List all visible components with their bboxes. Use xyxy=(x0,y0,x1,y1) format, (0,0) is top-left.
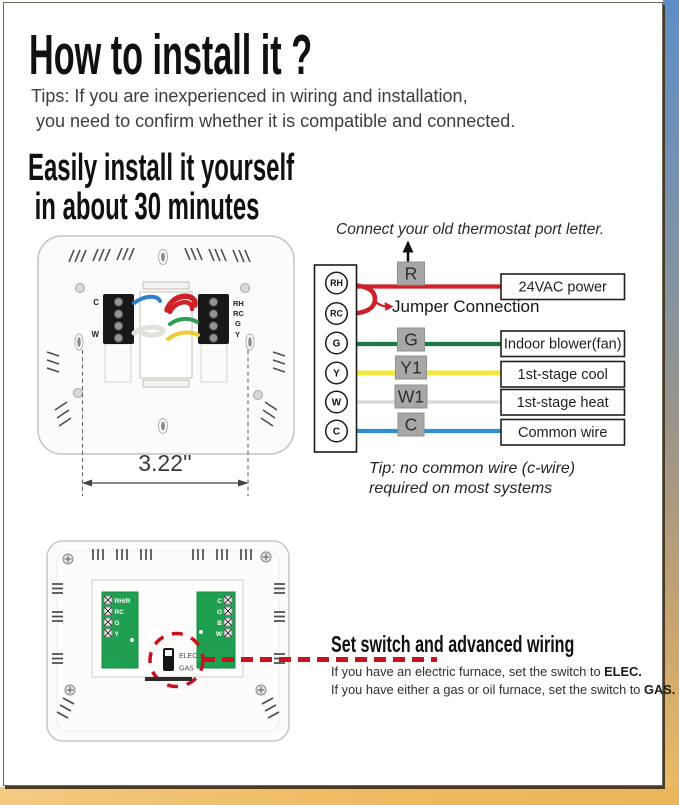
label-rc: RC xyxy=(233,309,244,318)
tips-line1: Tips: If you are inexperienced in wiring… xyxy=(31,86,468,106)
terminal-blocks xyxy=(103,294,229,344)
chip-r: R xyxy=(405,264,418,284)
tips-text: Tips: If you are inexperienced in wiring… xyxy=(31,84,515,133)
box-cool: 1st-stage cool xyxy=(518,367,608,383)
vent-slats xyxy=(46,247,286,427)
jumper-connection-label: Jumper Connection xyxy=(392,297,540,316)
thermostat-backplate-top: C W RH RC G Y xyxy=(37,235,295,455)
pcb-label-rhr: RH/R xyxy=(115,598,131,605)
jumper-wire xyxy=(346,282,394,316)
port-chips: R G Y1 W1 C xyxy=(394,261,428,437)
label-rh: RH xyxy=(233,299,244,308)
pcb-label-o: O xyxy=(217,609,222,616)
pcb-label-g: G xyxy=(115,620,120,627)
switch-section-heading: Set switch and advanced wiring xyxy=(331,631,575,657)
chip-c: C xyxy=(405,415,418,435)
cwire-tip: Tip: no common wire (c-wire)required on … xyxy=(369,460,576,497)
label-c: C xyxy=(93,298,99,307)
switch-label-gas: GAS xyxy=(179,666,194,673)
box-24vac: 24VAC power xyxy=(519,279,608,295)
bottom-slot xyxy=(145,677,192,681)
right-pcb: C O B W xyxy=(196,591,236,669)
switch-label-elec: ELEC xyxy=(179,653,197,660)
label-w: W xyxy=(91,330,99,339)
pcb-label-rc: RC xyxy=(115,609,125,616)
thermostat-back-bottom: RH/R RC G Y xyxy=(46,540,290,742)
terminal-y: Y xyxy=(333,369,340,380)
box-common: Common wire xyxy=(518,425,607,441)
terminal-c: C xyxy=(333,427,340,438)
switch-section-text: If you have an electric furnace, set the… xyxy=(331,664,676,697)
callout-dashed-line xyxy=(203,657,437,662)
terminal-rc: RC xyxy=(330,309,343,319)
vent-slats xyxy=(52,549,285,719)
label-y: Y xyxy=(235,330,240,339)
arrow-up-icon xyxy=(402,240,414,264)
backplate-wires xyxy=(131,293,200,341)
wiring-diagram: RH RC G Y W C xyxy=(313,240,626,453)
dimension-measure xyxy=(81,350,249,496)
terminal-g: G xyxy=(333,339,341,350)
subtitle: Easily install it yourself in about 30 m… xyxy=(28,147,295,228)
elec-gas-switch: ELEC GAS xyxy=(163,648,197,673)
terminal-rh: RH xyxy=(330,278,343,288)
chip-y1: Y1 xyxy=(400,358,421,378)
terminal-panel: RH RC G Y W C xyxy=(313,264,358,453)
pcb-label-b: B xyxy=(217,620,222,627)
pcb-label-y: Y xyxy=(115,631,120,638)
function-boxes: 24VAC power Indoor blower(fan) 1st-stage… xyxy=(500,273,626,446)
wiring-caption: Connect your old thermostat port letter. xyxy=(336,221,605,238)
label-g: G xyxy=(235,319,241,328)
box-heat: 1st-stage heat xyxy=(517,395,609,411)
terminal-w: W xyxy=(332,398,342,409)
chip-w1: W1 xyxy=(398,387,424,407)
box-fan: Indoor blower(fan) xyxy=(504,336,622,352)
tips-line2: you need to confirm whether it is compat… xyxy=(31,110,516,131)
chip-g: G xyxy=(404,330,418,350)
frame-gradient-bottom xyxy=(0,787,679,805)
dimension-value: 3.22'' xyxy=(138,450,192,476)
page: How to install it ? Tips: If you are ine… xyxy=(3,2,675,786)
screw-holes xyxy=(73,249,263,434)
frame-gradient-right xyxy=(663,0,679,805)
page-title: How to install it ? xyxy=(29,23,313,87)
corner-screws xyxy=(62,551,272,696)
pcb-label-w: W xyxy=(216,631,223,638)
pcb-label-c: C xyxy=(217,598,222,605)
backplate-labels: C W RH RC G Y xyxy=(91,298,244,339)
left-pcb: RH/R RC G Y xyxy=(101,591,139,669)
